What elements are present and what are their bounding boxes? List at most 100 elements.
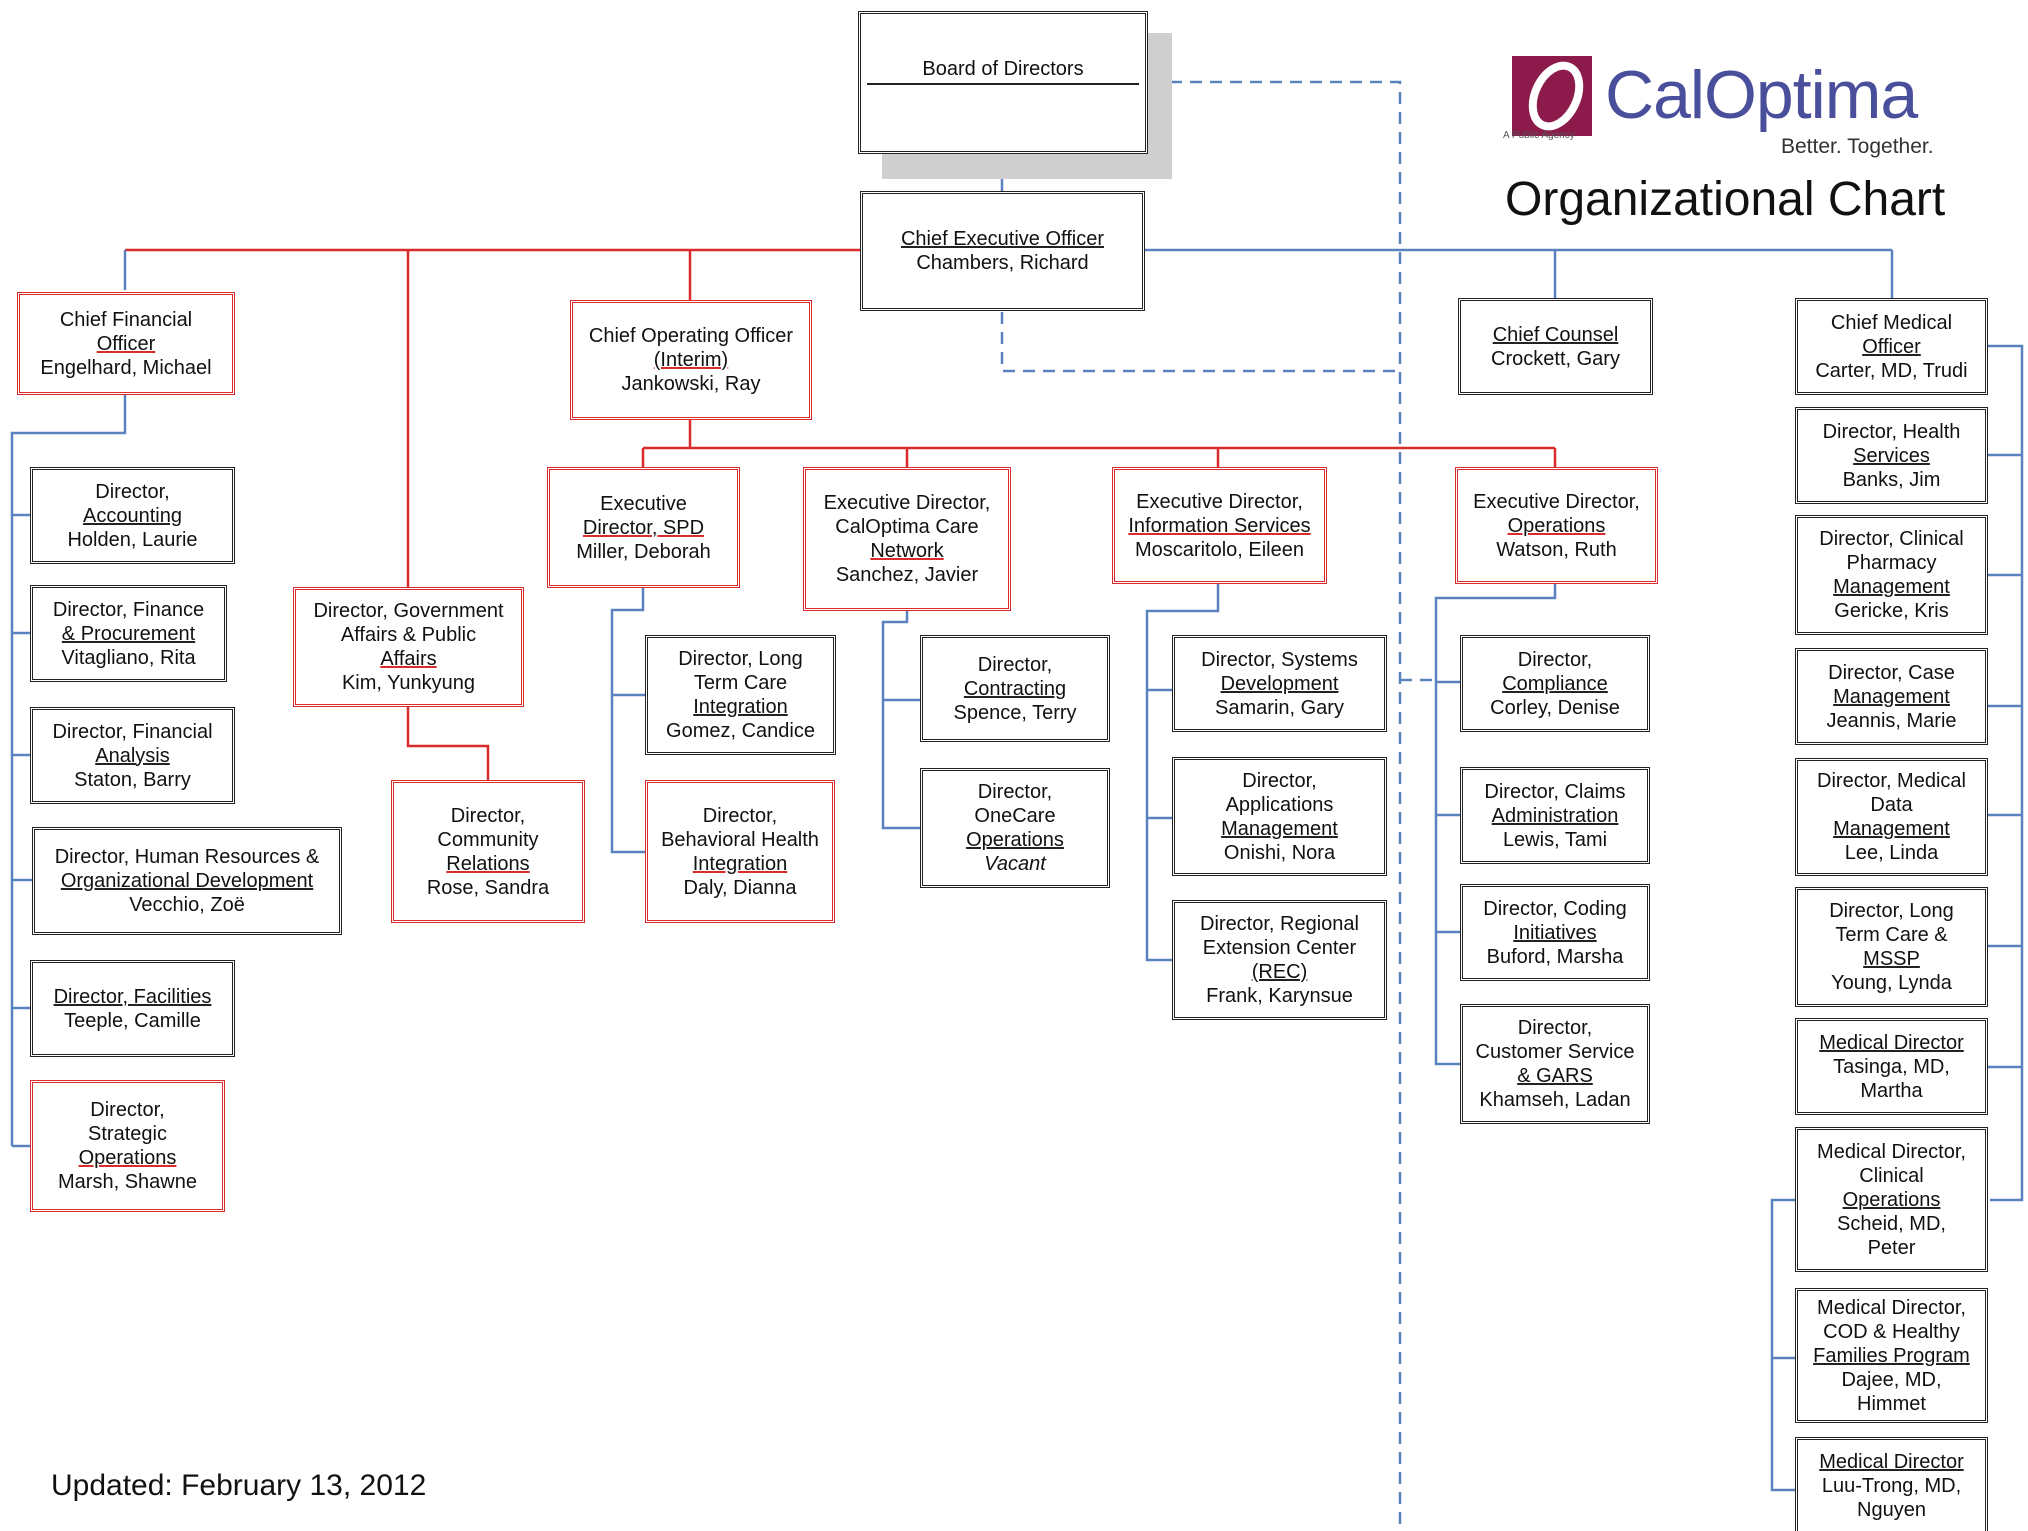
cust-service-line-0: Director, — [1517, 1017, 1593, 1039]
network-line-1: CalOptima Care — [835, 516, 979, 538]
coo-line-2: Jankowski, Ray — [621, 373, 761, 395]
md-luu-line-1: Luu-Trong, MD, — [1821, 1474, 1962, 1497]
pharmacy-line-0: Director, Clinical — [1819, 528, 1964, 550]
network-line-0: Executive Director, — [823, 492, 991, 514]
cust-service-line-3: Khamseh, Ladan — [1479, 1089, 1631, 1111]
community-line-3: Rose, Sandra — [426, 876, 550, 899]
hr-line-0: Director, Human Resources & — [54, 846, 320, 868]
board-of-directors-box: Board of Directors — [858, 11, 1148, 154]
pharmacy-line-1: Pharmacy — [1846, 552, 1937, 574]
apps-line-3: Onishi, Nora — [1223, 841, 1336, 864]
community-line-1: Community — [437, 828, 539, 851]
cfo-line-0: Chief Financial — [59, 308, 193, 331]
is-line-2: Moscaritolo, Eileen — [1135, 538, 1304, 561]
cfo-line-2: Engelhard, Michael — [40, 356, 212, 379]
systems-line-2: Samarin, Gary — [1215, 696, 1344, 719]
coo-box: Chief Operating Officer(Interim)Jankowsk… — [570, 300, 812, 420]
ltc-mssp-line-0: Director, Long — [1829, 900, 1954, 922]
case-mgmt-line-1: Management — [1833, 685, 1950, 708]
md-clinical-line-0: Medical Director, — [1817, 1140, 1966, 1163]
is-line-1: Information Services — [1128, 514, 1311, 537]
community-line-2: Relations — [446, 852, 530, 875]
spd-line-2: Miller, Deborah — [576, 540, 711, 563]
tagline: Better. Together. — [1781, 135, 1934, 158]
md-tasinga-line-1: Tasinga, MD, — [1833, 1055, 1950, 1078]
fin-analysis-line-2: Staton, Barry — [74, 768, 191, 791]
pharmacy-line-3: Gericke, Kris — [1834, 600, 1949, 622]
cust-service-line-2: & GARS — [1517, 1065, 1593, 1087]
coding-line-0: Director, Coding — [1483, 897, 1627, 920]
med-data-line-1: Data — [1870, 794, 1913, 816]
ltc-mssp-line-3: Young, Lynda — [1831, 972, 1952, 994]
gov-line-3: Kim, Yunkyung — [341, 672, 476, 694]
rec-line-0: Director, Regional — [1200, 913, 1359, 935]
ceo-line-1: Chambers, Richard — [916, 252, 1089, 274]
network-line-2: Network — [870, 540, 944, 562]
md-clinical-line-1: Clinical — [1859, 1164, 1924, 1187]
rec-line-2: (REC) — [1251, 961, 1308, 983]
cmo-line-2: Carter, MD, Trudi — [1815, 359, 1968, 382]
md-cod-line-4: Himmet — [1857, 1392, 1926, 1415]
spd-line-1: Director, SPD — [582, 516, 705, 539]
contracting-line-2: Spence, Terry — [953, 701, 1077, 724]
claims-line-0: Director, Claims — [1484, 780, 1626, 803]
accounting-line-2: Holden, Laurie — [67, 528, 198, 551]
agency-label: A Public Agency — [1503, 130, 1575, 141]
apps-line-2: Management — [1221, 817, 1338, 840]
gov-line-1: Affairs & Public — [340, 624, 477, 646]
onecare-line-1: OneCare — [974, 805, 1056, 827]
ceo-line-0: Chief Executive Officer — [900, 228, 1105, 250]
ops-line-0: Executive Director, — [1473, 490, 1640, 513]
bh-int-line-0: Director, — [702, 804, 778, 827]
ltc-mssp-line-1: Term Care & — [1835, 924, 1948, 946]
md-tasinga-line-0: Medical Director — [1819, 1031, 1964, 1054]
accounting-line-1: Accounting — [83, 504, 182, 527]
finance-line-2: Vitagliano, Rita — [61, 646, 196, 669]
md-cod-line-3: Dajee, MD, — [1841, 1368, 1942, 1391]
cmo-line-0: Chief Medical — [1830, 311, 1953, 334]
compliance-line-1: Compliance — [1502, 672, 1608, 695]
fin-analysis-line-0: Director, Financial — [52, 720, 213, 743]
ltc-mssp-line-2: MSSP — [1863, 948, 1920, 970]
network-line-3: Sanchez, Javier — [835, 564, 979, 586]
strategic-line-1: Strategic — [88, 1123, 167, 1145]
ltc-int-line-0: Director, Long — [678, 648, 803, 670]
systems-line-0: Director, Systems — [1201, 648, 1358, 671]
coding-line-2: Buford, Marsha — [1486, 945, 1624, 968]
md-luu-line-2: Nguyen — [1857, 1498, 1926, 1521]
rec-line-1: Extension Center — [1202, 937, 1357, 959]
ops-line-1: Operations — [1507, 514, 1606, 537]
md-clinical-line-2: Operations — [1842, 1188, 1941, 1211]
med-data-line-3: Lee, Linda — [1844, 842, 1939, 864]
strategic-line-3: Marsh, Shawne — [58, 1171, 197, 1193]
health-services-line-0: Director, Health — [1822, 420, 1961, 443]
coo-line-0: Chief Operating Officer — [588, 325, 794, 347]
gov-line-2: Affairs — [380, 648, 437, 670]
accounting-line-0: Director, — [95, 480, 170, 503]
cust-service-line-1: Customer Service — [1475, 1041, 1635, 1063]
health-services-line-2: Banks, Jim — [1842, 468, 1941, 491]
hr-line-1: Organizational Development — [60, 870, 314, 892]
coo-line-1: (Interim) — [653, 349, 729, 371]
bh-int-line-3: Daly, Dianna — [683, 876, 797, 899]
ltc-int-line-1: Term Care — [693, 672, 788, 694]
health-services-line-1: Services — [1853, 444, 1930, 467]
